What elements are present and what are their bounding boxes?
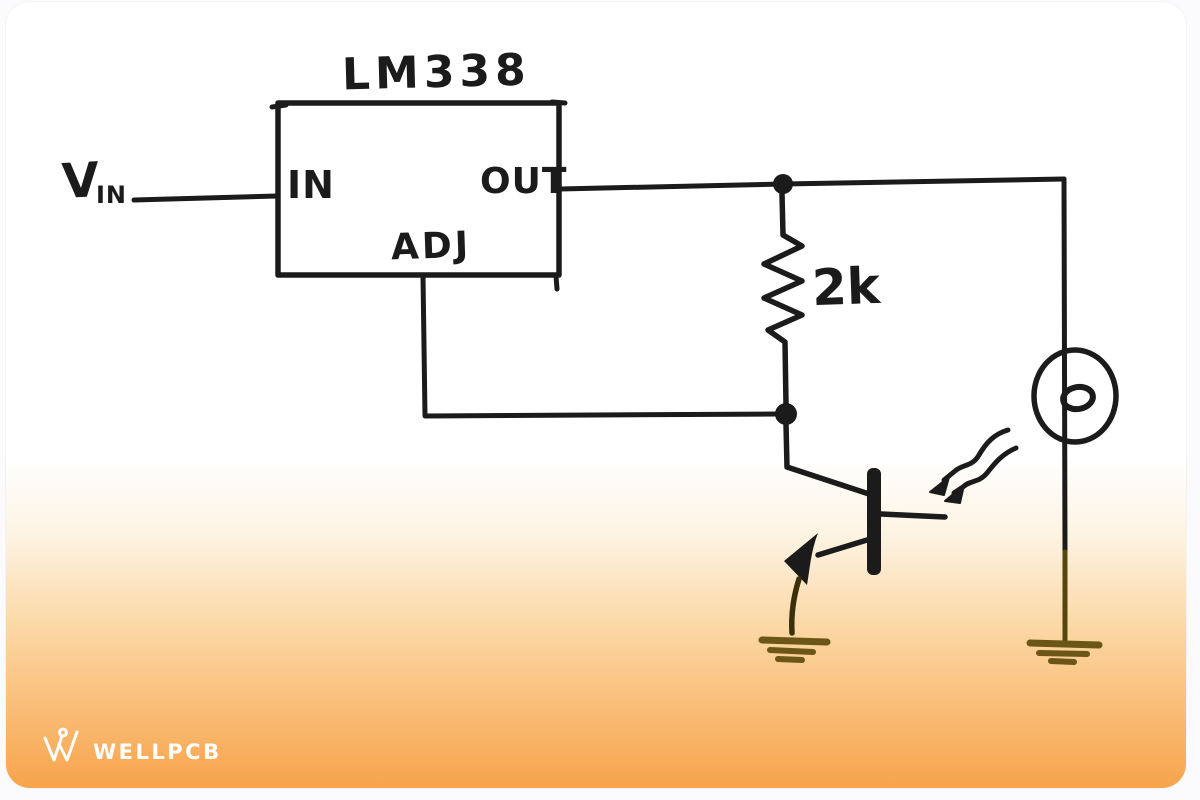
diagram-card: LM338 IN OUT ADJ V IN 2k WELLPCB bbox=[6, 2, 1186, 788]
lm338-box bbox=[269, 99, 568, 292]
wellpcb-logo-text: WELLPCB bbox=[93, 740, 222, 764]
right-rail-wire bbox=[1061, 176, 1068, 555]
squiggle-arrowhead-1 bbox=[929, 476, 950, 496]
emitter-arrow bbox=[784, 533, 818, 585]
base-wire bbox=[878, 511, 948, 520]
resistor-symbol bbox=[761, 191, 805, 407]
input-voltage-subscript: IN bbox=[96, 181, 128, 209]
input-voltage-label: V bbox=[60, 152, 101, 210]
regulator-label: LM338 bbox=[341, 44, 532, 101]
pin-label-out: OUT bbox=[480, 161, 568, 202]
transistor-base-bar bbox=[867, 468, 881, 575]
pin-label-adj: ADJ bbox=[390, 224, 472, 269]
collector-wire bbox=[783, 421, 872, 497]
ground-symbol-right bbox=[1026, 639, 1103, 665]
squiggle-arrow-1 bbox=[941, 427, 1011, 483]
junction-dot-adj bbox=[775, 403, 797, 425]
transistor-symbol bbox=[783, 421, 948, 636]
light-arrows bbox=[929, 427, 1019, 504]
squiggle-arrowhead-2 bbox=[944, 484, 965, 504]
wellpcb-logo: WELLPCB bbox=[39, 724, 222, 768]
output-terminal-circle bbox=[1031, 347, 1119, 445]
resistor-value-label: 2k bbox=[811, 256, 882, 318]
pin-label-in: IN bbox=[287, 163, 335, 207]
ground-symbol-left bbox=[758, 636, 831, 663]
emitter-stem bbox=[789, 576, 802, 636]
out-wire bbox=[557, 176, 1067, 192]
vin-wire bbox=[131, 193, 280, 203]
adj-feedback-wire bbox=[420, 273, 779, 419]
junction-dot-top bbox=[773, 174, 793, 194]
circuit-drawing bbox=[131, 99, 1119, 665]
squiggle-arrow-2 bbox=[951, 445, 1019, 496]
wellpcb-logo-icon bbox=[43, 727, 79, 762]
emitter-wire bbox=[815, 537, 870, 558]
